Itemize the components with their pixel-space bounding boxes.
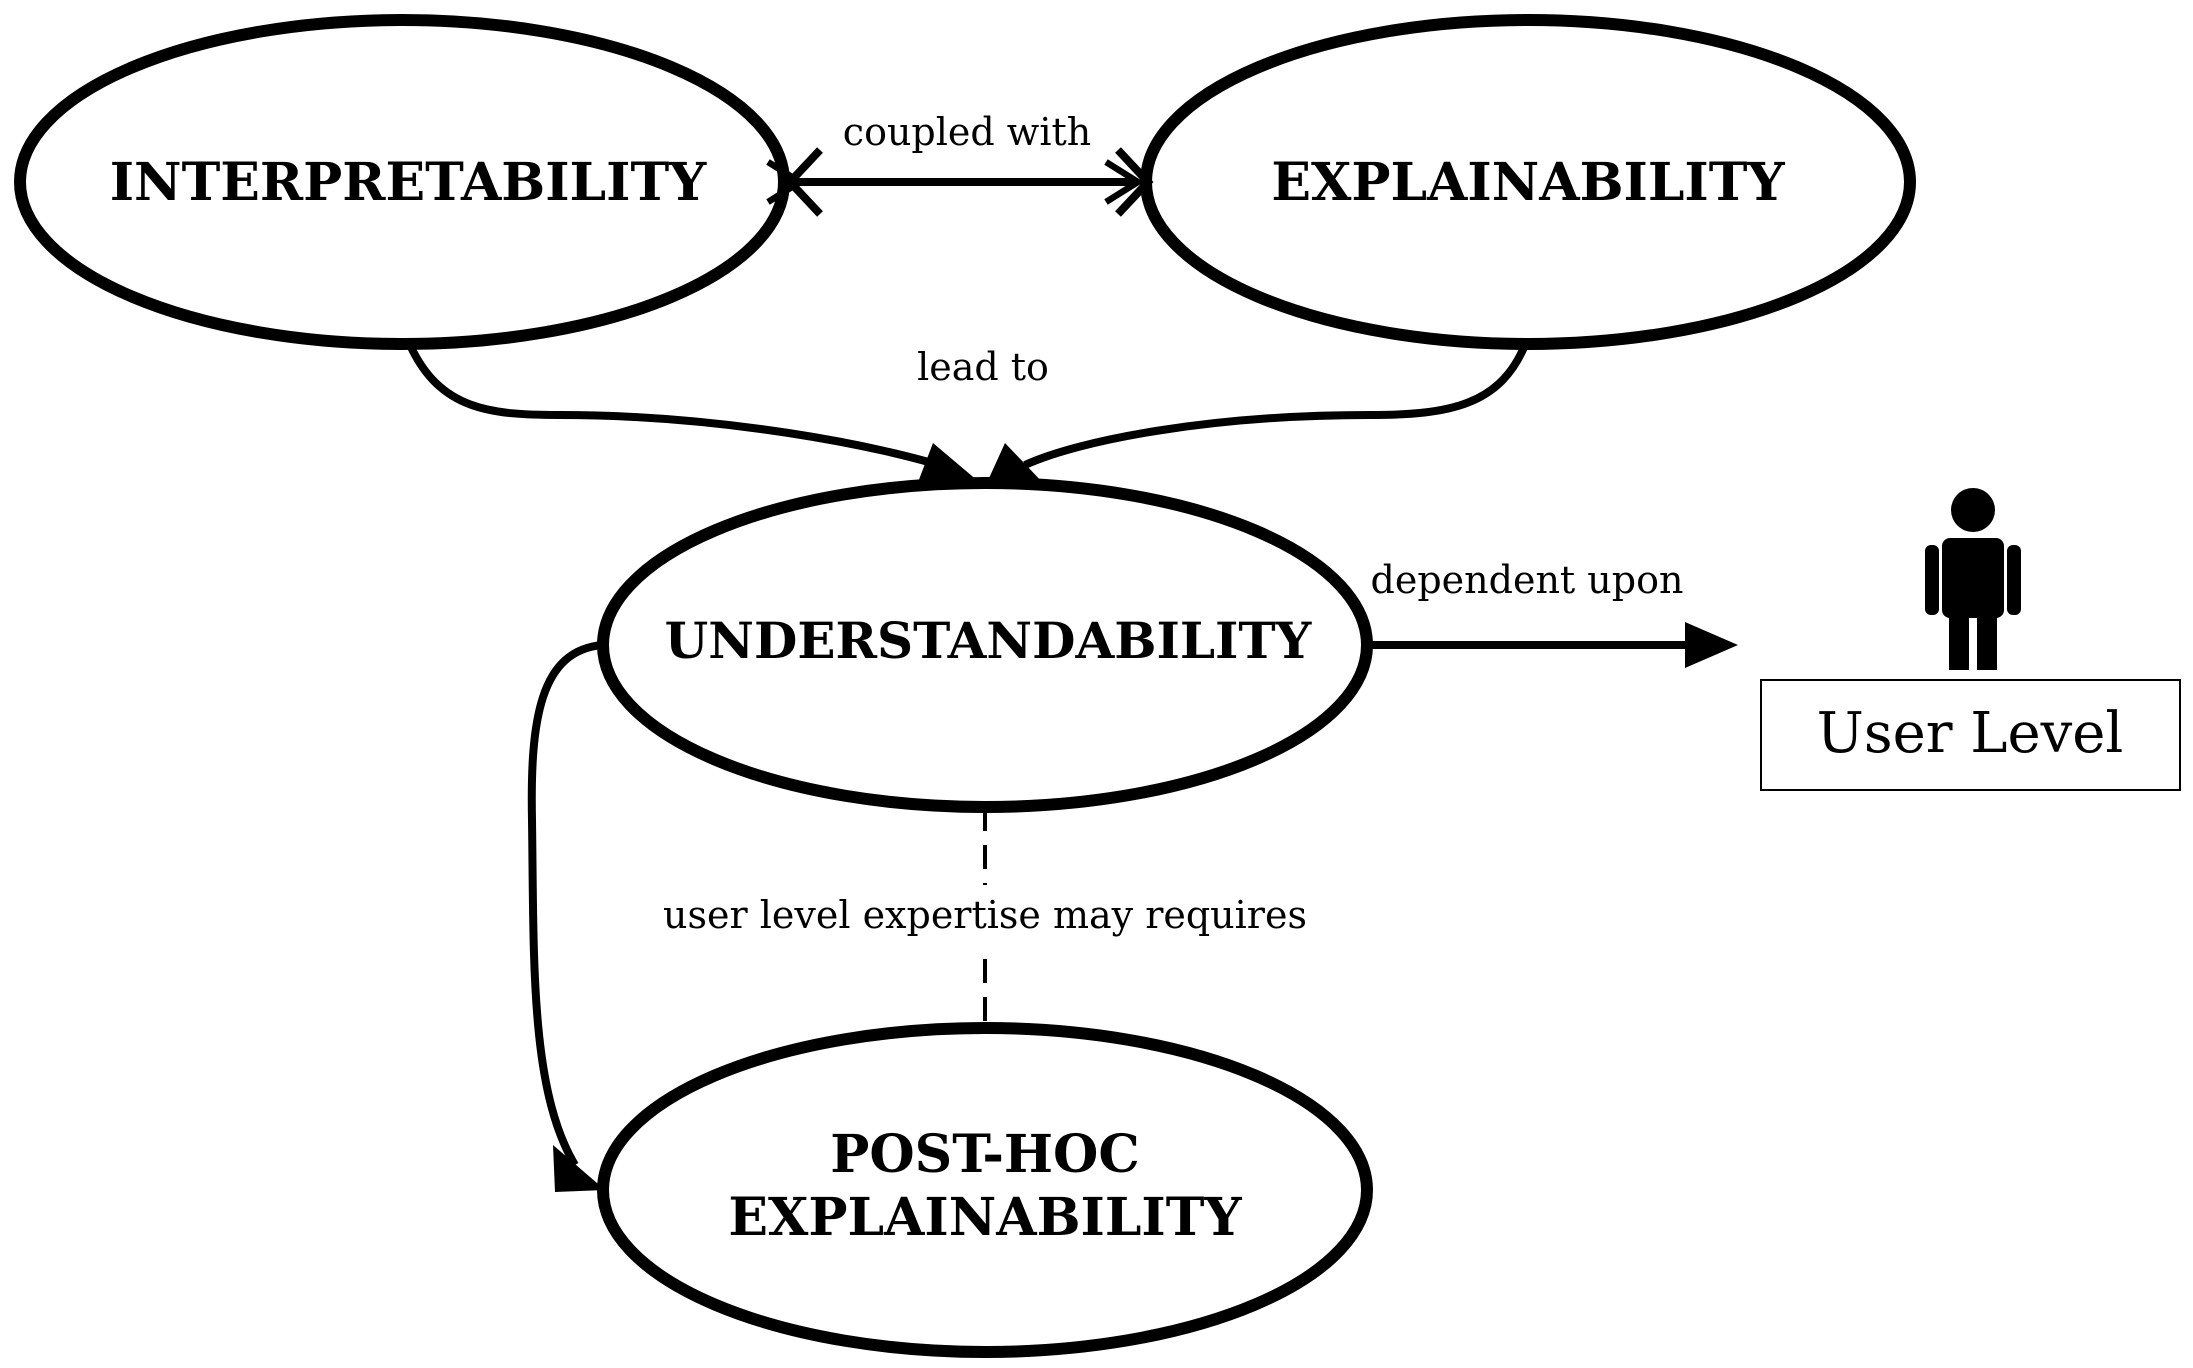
dependent-upon-label: dependent upon [1371,558,1684,602]
lead-to-right-curve [1023,343,1529,469]
dashed-line-label-backdrop [680,885,1290,945]
coupled-with-right-arrowhead [1115,147,1154,217]
person-icon [1925,488,2021,670]
understandability-label: UNDERSTANDABILITY [665,611,1313,670]
understandability-to-post-hoc-curve [527,641,604,1168]
post-hoc-label-line1: POST-HOC [830,1124,1139,1185]
coupled-with-label: coupled with [843,110,1091,154]
user-expertise-label: user level expertise may requires [663,893,1307,937]
coupled-with-left-arrowhead [784,147,823,217]
interpretability-label: INTERPRETABILITY [110,152,707,213]
lead-to-left-arrowhead [915,443,985,490]
user-level-label: User Level [1817,701,2124,766]
post-hoc-label-line2: EXPLAINABILITY [728,1187,1242,1248]
explainability-label: EXPLAINABILITY [1271,152,1785,213]
lead-to-right-arrowhead [985,443,1045,487]
user-level-box [1760,679,2181,791]
lead-to-left-curve [406,343,957,474]
understandability-to-post-hoc-arrowhead [553,1145,605,1192]
dependent-upon-arrowhead [1685,622,1738,668]
lead-to-label: lead to [917,345,1049,389]
